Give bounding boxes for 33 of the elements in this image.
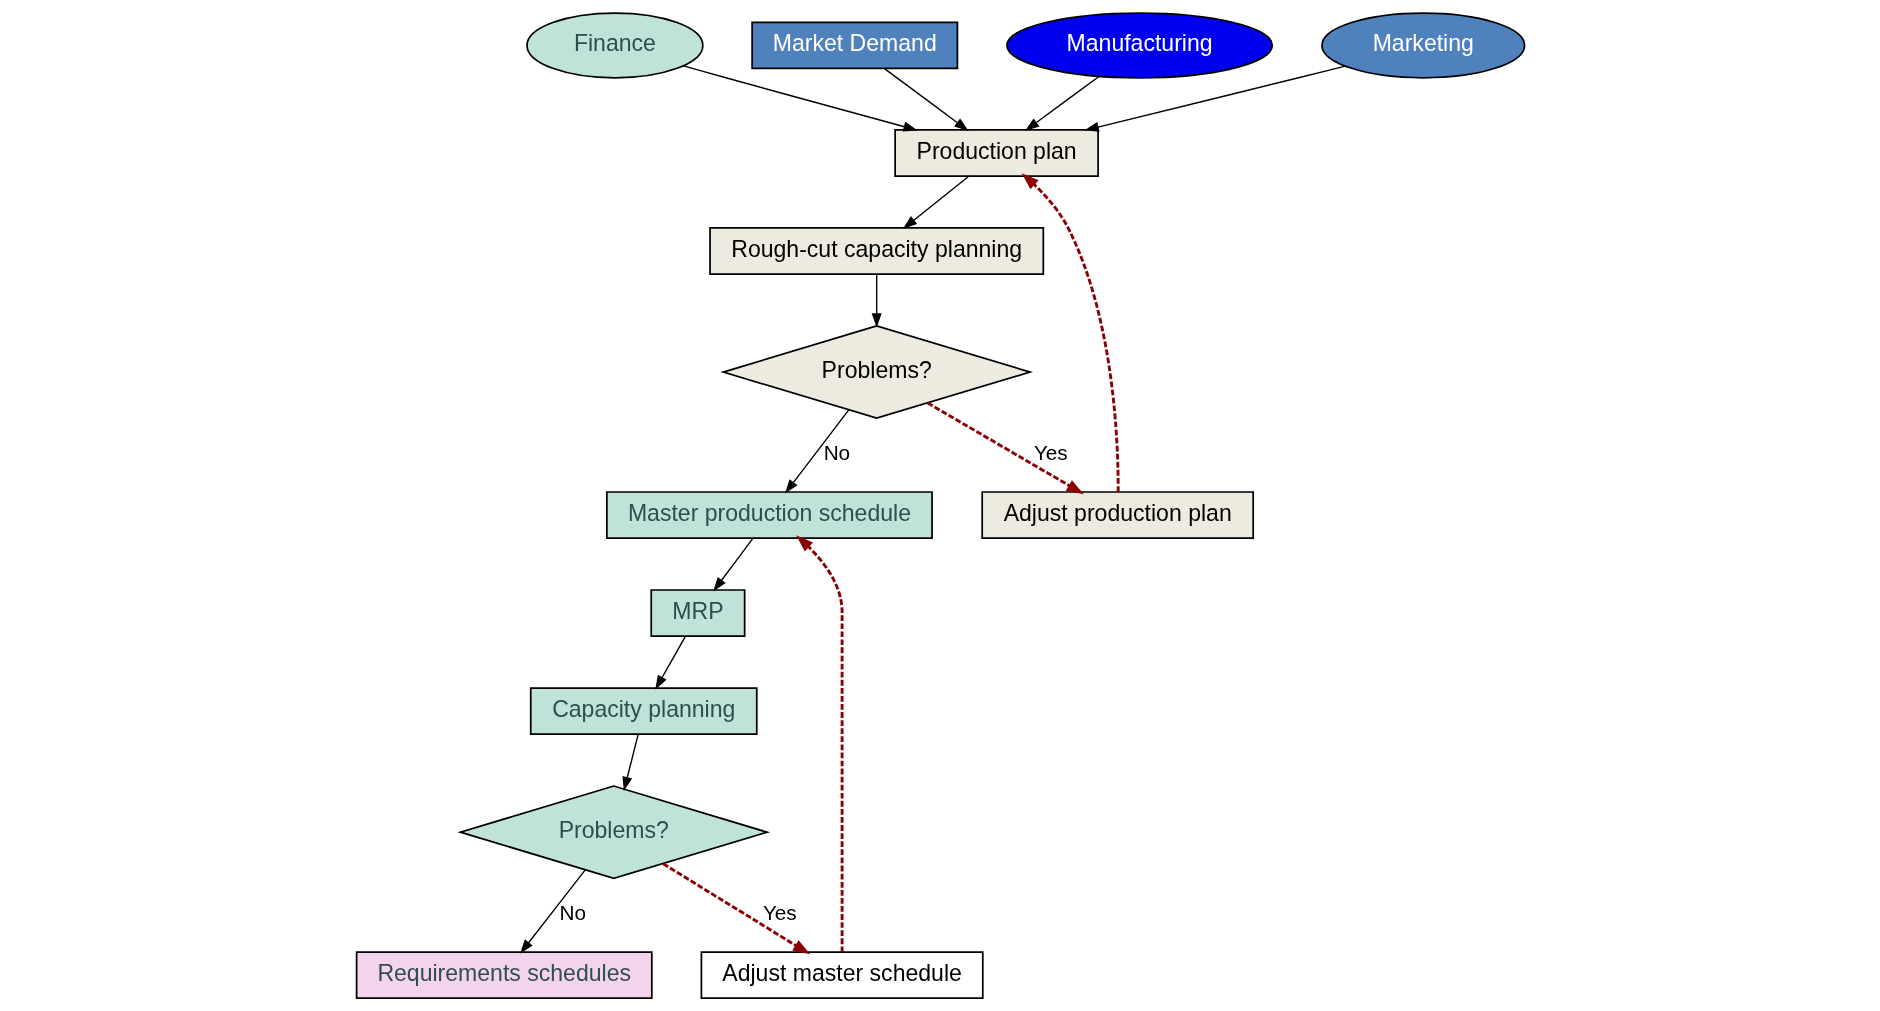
edge-label: Yes: [1033, 441, 1068, 465]
arrow: [682, 65, 918, 132]
node-box: Requirements schedules: [355, 951, 653, 1000]
arrow: [654, 635, 686, 690]
node-box: Rough-cut capacity planning: [708, 227, 1044, 275]
arrow: [712, 537, 754, 592]
edge-label: No: [823, 441, 850, 465]
arrow: [662, 862, 810, 955]
arrow: [622, 733, 639, 792]
arrow: [1021, 173, 1120, 492]
arrow: [795, 535, 844, 953]
node-ellipse: Manufacturing: [1005, 12, 1273, 79]
node-box: Adjust master schedule: [700, 951, 984, 1000]
node-box: Master production schedule: [605, 491, 933, 539]
arrow: [883, 67, 969, 131]
arrow: [926, 401, 1084, 495]
node-box: Adjust production plan: [980, 491, 1254, 539]
node-diamond: Problems?: [456, 785, 770, 880]
arrow: [902, 175, 970, 229]
node-box: Production plan: [893, 129, 1099, 177]
arrow: [1024, 76, 1099, 131]
node-box: Capacity planning: [529, 687, 758, 735]
arrow: [519, 869, 586, 954]
arrow: [784, 409, 849, 494]
arrow: [1084, 65, 1346, 132]
node-ellipse: Marketing: [1320, 12, 1525, 79]
node-diamond: Problems?: [719, 325, 1033, 420]
node-box: Market Demand: [750, 21, 958, 70]
node-box: MRP: [649, 589, 745, 637]
node-ellipse: Finance: [525, 12, 704, 79]
edge-label: No: [559, 901, 586, 925]
arrow: [871, 273, 882, 328]
edge-label: Yes: [762, 901, 797, 925]
